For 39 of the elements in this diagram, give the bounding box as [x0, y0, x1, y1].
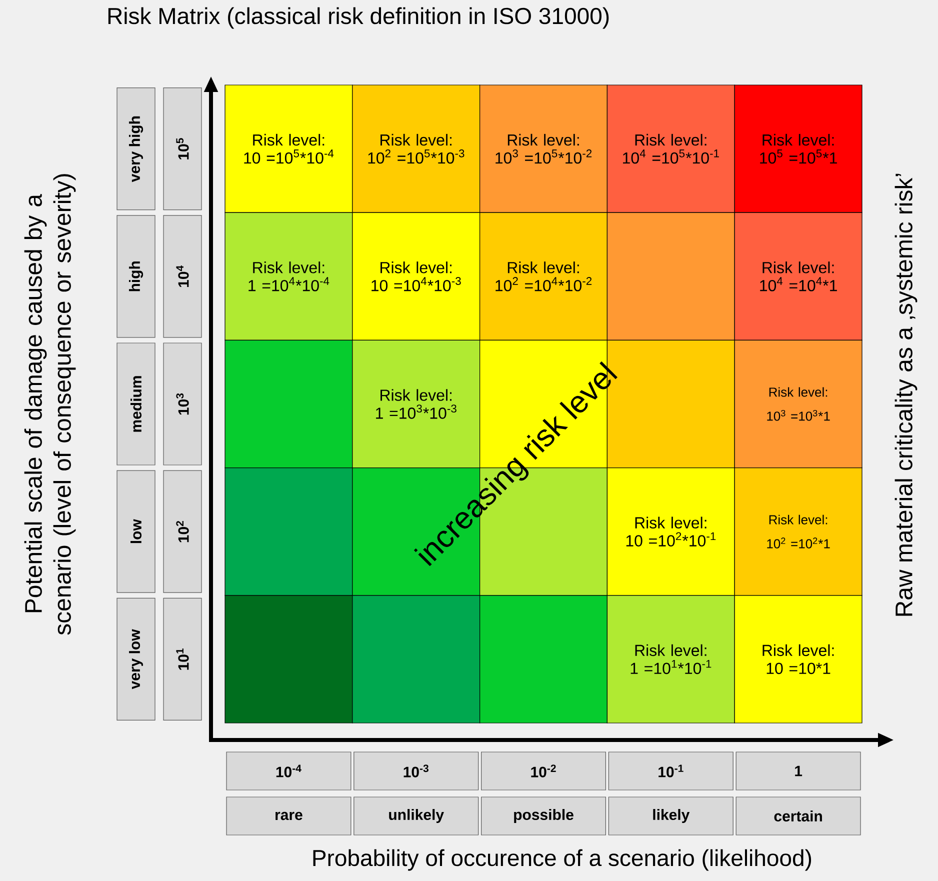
risk-cell: Risk level: 10 =10$^{4}$*10$^{-3}$: [352, 212, 480, 340]
scale-box: 10$^{3}$: [163, 342, 202, 466]
scale-box: 10$^{-2}$: [481, 752, 606, 790]
scale-box: low: [116, 470, 156, 593]
scale-box: 10$^{4}$: [163, 215, 202, 338]
risk-cell: Risk level: 1 =10$^{4}$*10$^{-4}$: [224, 212, 353, 340]
scale-box: 10$^{-1}$: [608, 752, 734, 790]
axis-title: Probability of occurence of a scenario (likelihood): [313, 849, 812, 871]
scale-box: 10$^{1}$: [163, 598, 202, 720]
risk-cell: Risk level: 10 =10*1: [734, 595, 862, 724]
risk-cell: Risk level: 10$^{4}$ =10$^{5}$*10$^{-1}$: [606, 84, 735, 213]
axis-title: Potential scale of damage caused by a scenario (level of consequence or severity): [24, 174, 76, 635]
scale-box: 10$^{-3}$: [354, 752, 479, 790]
risk-cell: Risk level: 10$^{4}$ =10$^{4}$*1: [734, 212, 862, 340]
risk-cell: Risk level: 10 =10$^{5}$*10$^{-4}$: [224, 84, 353, 213]
scale-box: very low: [116, 598, 156, 720]
scale-box: likely: [608, 796, 734, 836]
risk-cell: Risk level: 10$^{2}$ =10$^{5}$*10$^{-3}$: [352, 84, 480, 213]
scale-box: very high: [116, 88, 156, 210]
scale-box: high: [116, 215, 156, 338]
risk-cell: Risk level: 1 =10$^{1}$*10$^{-1}$: [606, 595, 735, 724]
scale-box: possible: [481, 796, 606, 836]
risk-cell: Risk level: 10$^{2}$ =10$^{4}$*10$^{-2}$: [480, 212, 608, 340]
risk-cell: Risk level: 10$^{2}$ =10$^{2}$*1: [734, 468, 862, 596]
risk-cell: Risk level: 10 =10$^{2}$*10$^{-1}$: [606, 468, 735, 596]
risk-cell: Risk level: 10$^{3}$ =10$^{5}$*10$^{-2}$: [480, 84, 608, 213]
scale-box: 10$^{5}$: [163, 88, 202, 210]
scale-box: 10$^{-4}$: [226, 752, 352, 790]
chart-title: Risk Matrix (classical risk definition in ISO 31000): [108, 7, 609, 29]
scale-box: rare: [226, 796, 352, 836]
side-label: Raw material criticality as a ‚systemic risk’: [894, 174, 918, 616]
risk-cell: Risk level: 10$^{5}$ =10$^{5}$*1: [734, 84, 862, 213]
risk-cell: Risk level: 1 =10$^{3}$*10$^{-3}$: [352, 340, 480, 468]
scale-box: 10$^{2}$: [163, 470, 202, 593]
risk-cell: Risk level: 10$^{3}$ =10$^{3}$*1: [734, 340, 862, 468]
scale-box: unlikely: [354, 796, 479, 836]
scale-box: certain: [736, 796, 861, 836]
scale-box: medium: [116, 342, 156, 466]
scale-box: 1: [736, 752, 861, 790]
